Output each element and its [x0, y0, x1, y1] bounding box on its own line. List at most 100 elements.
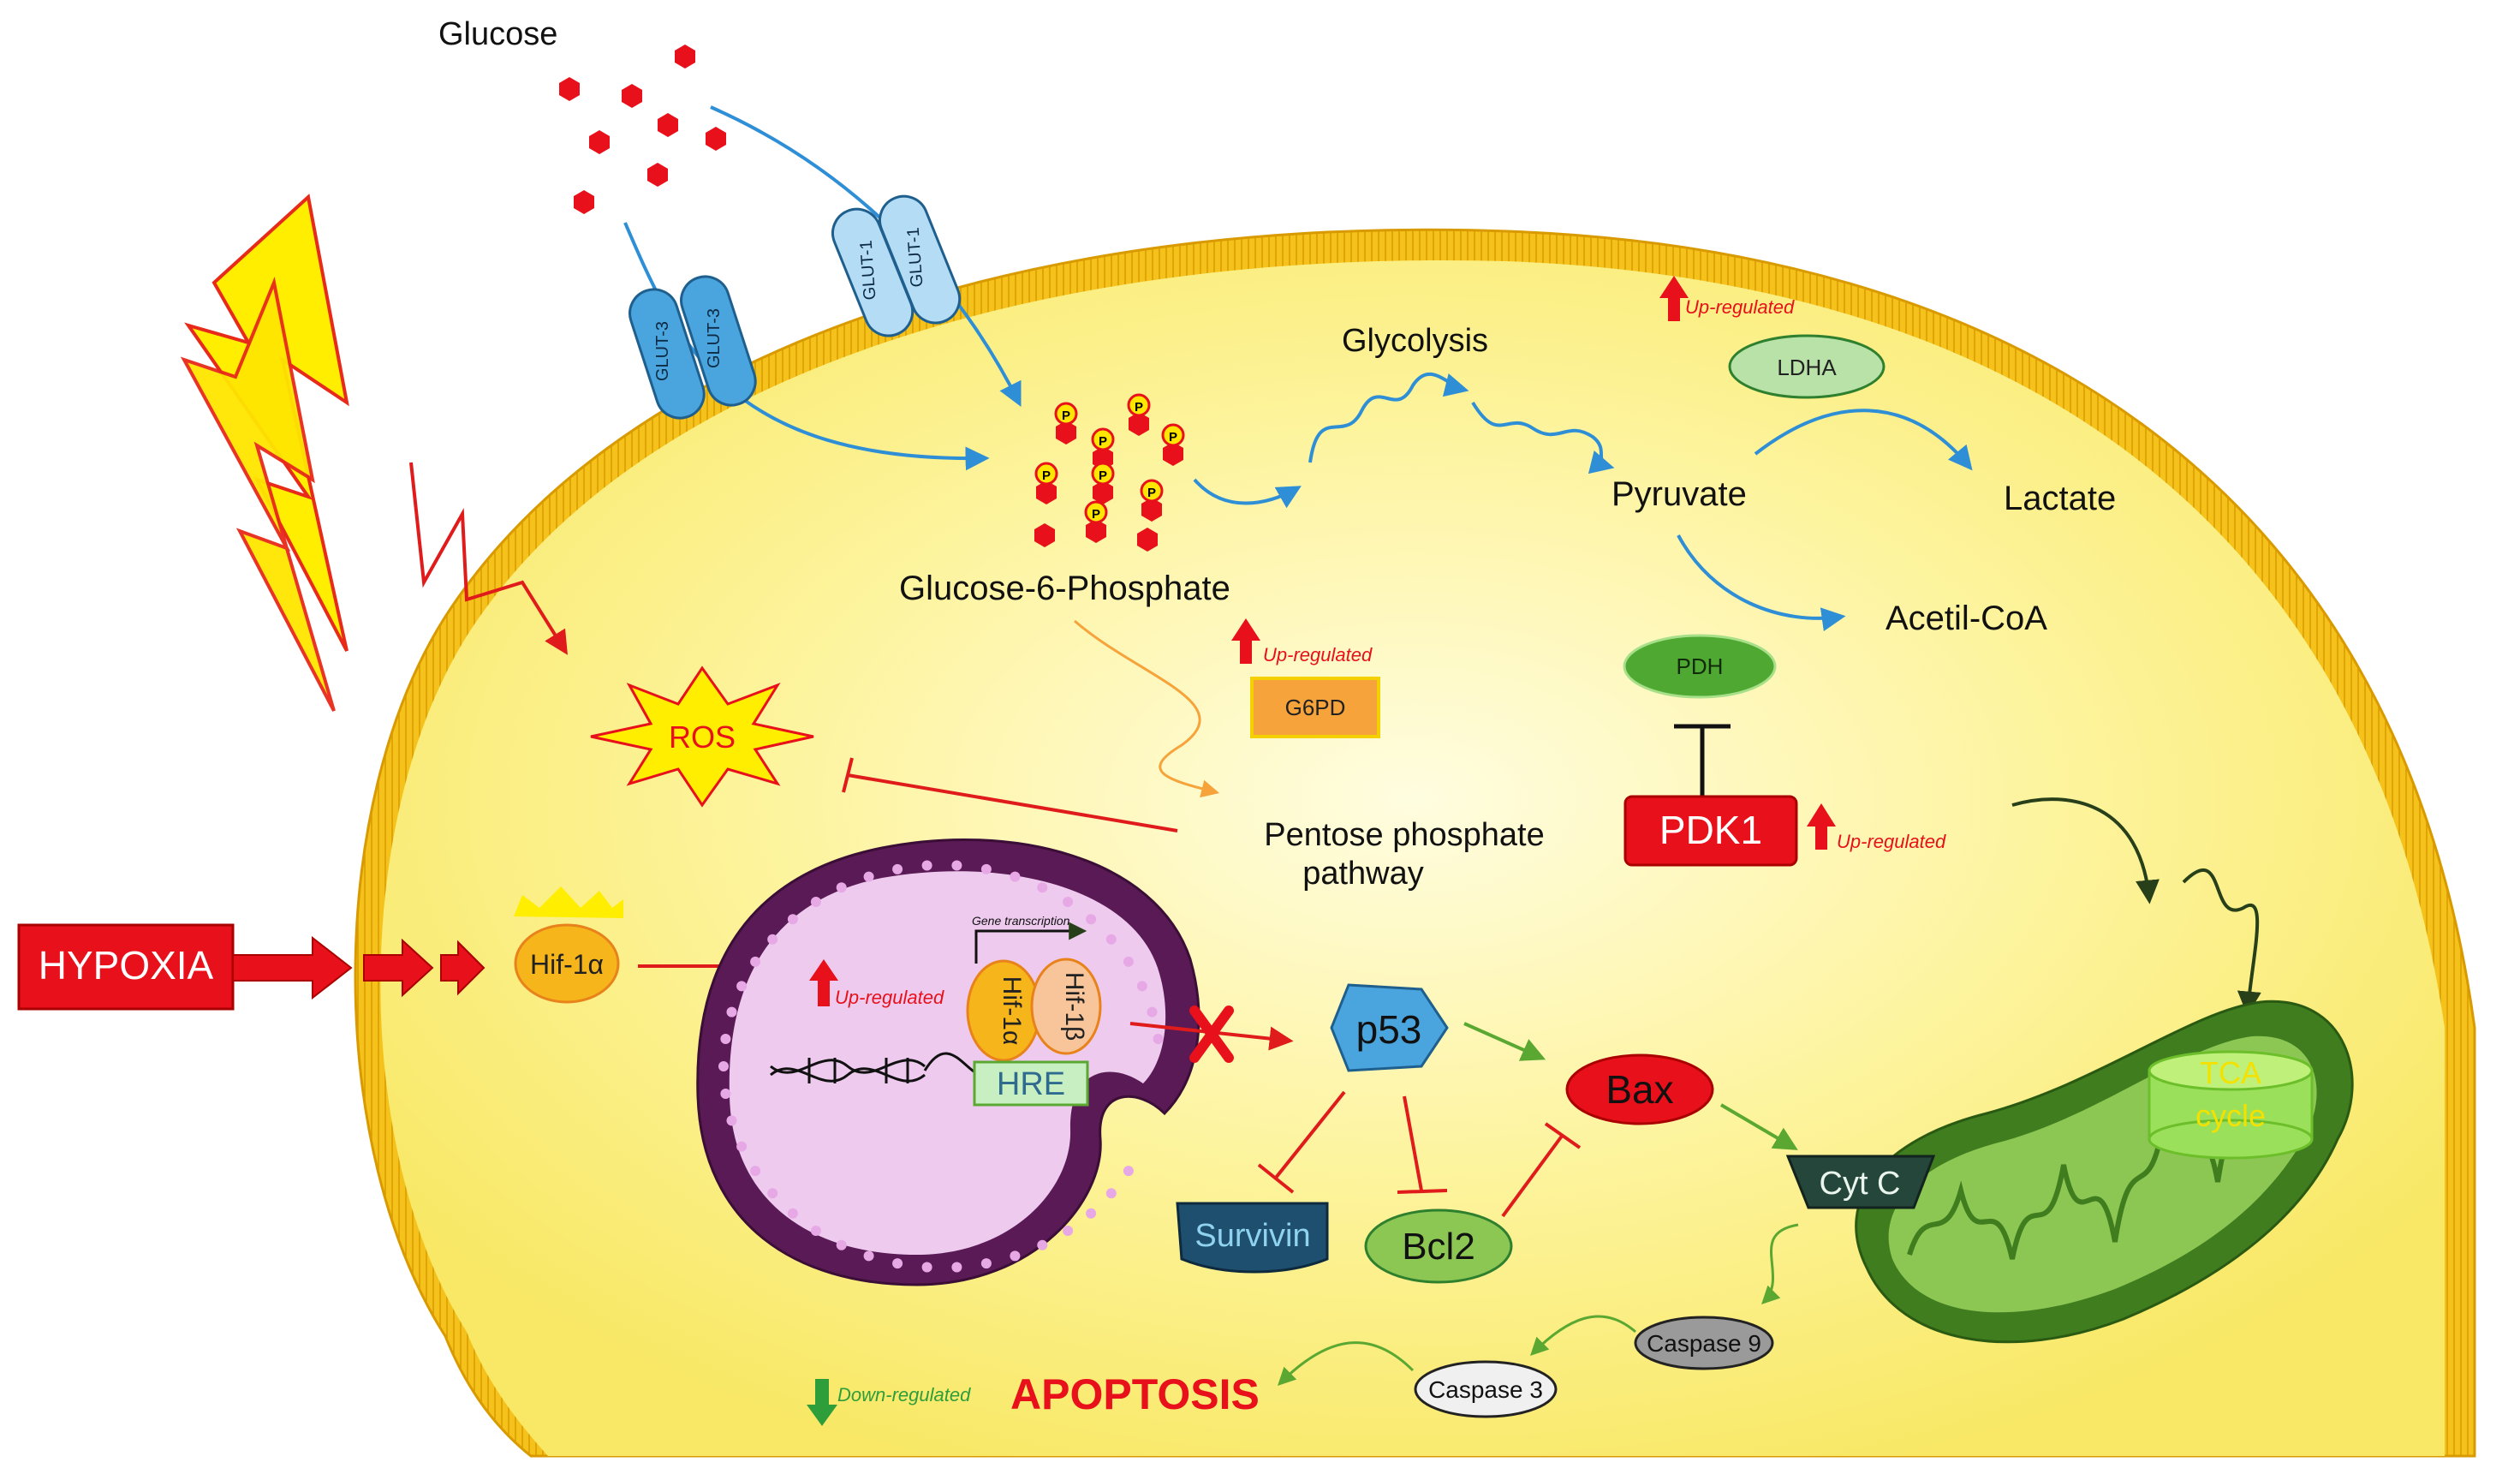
nuclear-pore — [787, 1208, 798, 1219]
g6pd-label: G6PD — [1285, 695, 1346, 720]
phosphate-label: P — [1169, 430, 1177, 445]
nuclear-pore — [1123, 1166, 1134, 1177]
survivin-label: Survivin — [1194, 1218, 1310, 1254]
nuclear-pore — [1136, 981, 1147, 992]
nuclear-pore — [1010, 1250, 1021, 1262]
survivin-protein — [1176, 1202, 1329, 1274]
glut3-label-a: GLUT-3 — [653, 321, 672, 381]
phosphate-label: P — [1092, 507, 1100, 522]
hypoxia-arrows — [232, 935, 486, 1000]
nuclear-pore — [1123, 956, 1134, 967]
pdk1-upregulated-label: Up-regulated — [1837, 831, 1946, 852]
p53-protein — [1330, 983, 1449, 1072]
nuclear-pore — [951, 1262, 962, 1273]
gene-transcription-arrow — [974, 922, 1087, 964]
glucose-molecules — [559, 45, 726, 214]
ldha-upregulated-label: Up-regulated — [1685, 296, 1795, 318]
hif1a-subunit-label: Hif-1α — [998, 976, 1026, 1046]
pdk1-inhibits-pdh — [1674, 724, 1731, 797]
nuclear-pore — [980, 1258, 992, 1269]
nuclear-pore — [736, 1141, 748, 1152]
nuclear-pore — [1010, 871, 1021, 882]
pdh-label: PDH — [1677, 653, 1724, 679]
nuclear-pore — [720, 1034, 731, 1044]
nuclear-pore — [892, 1258, 903, 1269]
phosphate-label: P — [1042, 468, 1051, 483]
nuclear-pore — [836, 882, 847, 893]
ppp-inhibits-ros — [842, 757, 1178, 832]
nuclear-pore — [892, 863, 903, 874]
bcl2-label: Bcl2 — [1402, 1226, 1475, 1268]
caspase3-to-apoptosis-arrow — [1278, 1341, 1415, 1386]
nuclear-pore — [980, 863, 992, 874]
stress-to-ros-arrow — [409, 462, 568, 655]
lightning-icon — [180, 194, 349, 712]
pyruvate-to-lactate-arrow — [1754, 409, 1973, 471]
hif1b-subunit — [1030, 958, 1102, 1055]
glucose-6-phosphate-label: Glucose-6-Phosphate — [899, 570, 1230, 607]
apoptosis-label: APOPTOSIS — [1010, 1370, 1260, 1418]
bcl2-protein — [1364, 1208, 1513, 1284]
pyruvate-label: Pyruvate — [1611, 475, 1747, 513]
hre-box — [973, 1060, 1089, 1107]
nuclear-pore — [718, 1061, 729, 1071]
nuclear-pore — [836, 1239, 847, 1250]
p53-to-bax-arrow — [1463, 1022, 1546, 1061]
caspase3-label: Caspase 3 — [1428, 1376, 1543, 1403]
phosphate-label: P — [1099, 434, 1107, 449]
p53-inhibits-bcl2 — [1397, 1095, 1448, 1194]
glut3-label-b: GLUT-3 — [705, 308, 724, 368]
gene-transcription-label: Gene transcription — [972, 914, 1070, 928]
pdk1-to-mitochondria-arrow — [2011, 797, 2160, 904]
g6pd-box — [1250, 677, 1380, 738]
tca-cycle-cylinder — [2148, 1050, 2314, 1160]
nuclear-pore — [736, 981, 748, 992]
nuclear-pore — [750, 1166, 761, 1177]
nuclear-pore — [1105, 1188, 1117, 1199]
pdh-enzyme — [1623, 634, 1777, 699]
cytc-label: Cyt C — [1820, 1166, 1901, 1202]
bcl2-inhibits-bax — [1501, 1122, 1582, 1218]
hif1a-stabilization-crown — [514, 886, 623, 918]
phosphate-label: P — [1135, 400, 1143, 415]
nuclear-pore — [767, 1188, 778, 1199]
phosphate-label: P — [1147, 486, 1156, 500]
hif1a-label: Hif-1α — [530, 949, 604, 980]
nuclear-pore — [720, 1089, 731, 1099]
pyruvate-to-acetilcoa-arrow — [1677, 534, 1846, 632]
nuclear-pore — [767, 934, 778, 945]
nuclear-pore — [1153, 1034, 1164, 1044]
glucose-label: Glucose — [438, 16, 557, 52]
caspase3-protein — [1414, 1360, 1558, 1418]
nuclear-pore — [1037, 1239, 1048, 1250]
nuclear-pore — [863, 1250, 874, 1262]
nuclear-pore — [951, 860, 962, 871]
phosphate-label: P — [1099, 468, 1107, 483]
g6p-to-ppp-arrow — [1074, 619, 1220, 798]
block-x-icon — [1189, 1006, 1234, 1063]
glut1-transporter: GLUT-1 GLUT-1 — [831, 194, 962, 337]
apoptosis-downregulated-label: Down-regulated — [837, 1384, 971, 1405]
nuclear-pore — [1105, 934, 1117, 945]
glucose-6-phosphate-molecules: P P P P P P P P — [1034, 393, 1185, 552]
caspase9-protein — [1634, 1316, 1774, 1370]
cytc-protein — [1785, 1155, 1936, 1209]
tca-label-line1: TCA — [2200, 1055, 2261, 1090]
ppp-label-line1: Pentose phosphate — [1264, 817, 1545, 853]
g6pd-upregulation-indicator: Up-regulated — [1231, 618, 1373, 665]
glut1-label-a: GLUT-1 — [857, 240, 880, 301]
hypoxia-box — [17, 923, 235, 1011]
hif1-upregulation-indicator: Up-regulated — [809, 959, 944, 1008]
bax-label: Bax — [1606, 1067, 1673, 1112]
bax-protein — [1565, 1053, 1714, 1125]
nuclear-pore — [1147, 1006, 1158, 1018]
phosphate-label: P — [1062, 409, 1070, 423]
glycolysis-wave-1 — [1308, 372, 1469, 463]
hif1-upregulated-label: Up-regulated — [835, 987, 944, 1008]
glut3-transporter: GLUT-3 GLUT-3 — [629, 275, 757, 420]
acetil-coa-label: Acetil-CoA — [1886, 600, 2047, 637]
p53-inhibits-survivin — [1257, 1090, 1346, 1194]
nuclear-pore — [1037, 882, 1048, 893]
nuclear-pore — [750, 956, 761, 967]
nuclear-pore — [921, 860, 932, 871]
